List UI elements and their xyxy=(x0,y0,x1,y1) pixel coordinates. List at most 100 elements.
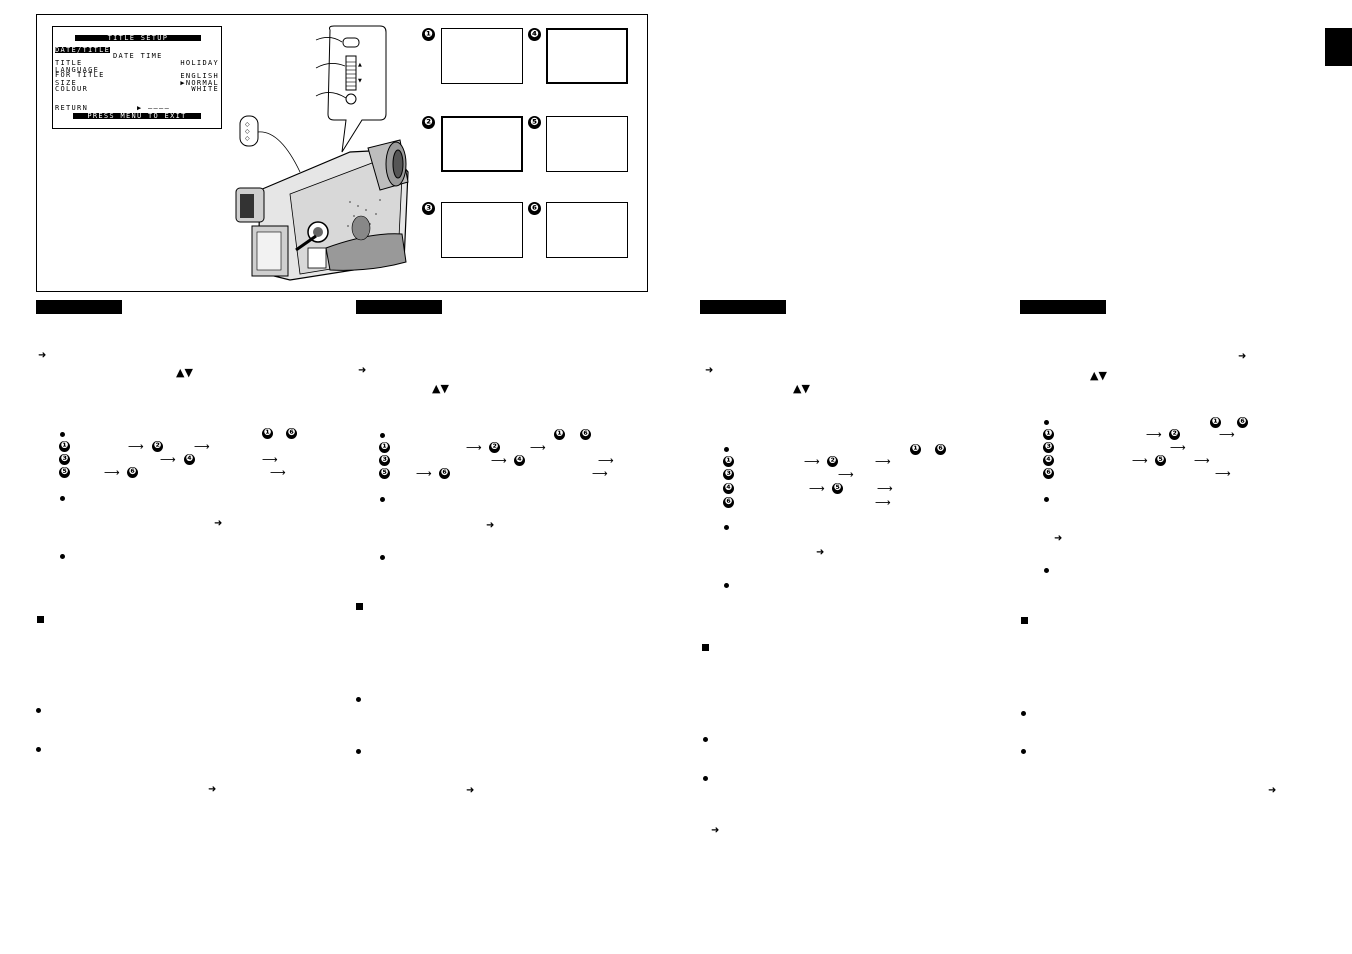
section-header-bar xyxy=(1020,300,1106,314)
range-end-number: ❻ xyxy=(1237,417,1248,428)
screen-number-5: ❺ xyxy=(528,116,541,129)
set-button-icon xyxy=(345,93,357,105)
long-arrow-icon: ⟶ xyxy=(1194,454,1210,467)
right-arrow-icon: ➜ xyxy=(1054,533,1063,544)
long-arrow-icon: ⟶ xyxy=(104,466,120,479)
order-number: ❸ xyxy=(59,454,70,465)
up-down-icon: ▲▼ xyxy=(1090,369,1107,382)
screen-number-3: ❸ xyxy=(422,202,435,215)
up-down-icon: ▲▼ xyxy=(176,366,193,379)
bullet-icon xyxy=(36,747,41,752)
svg-text:▲: ▲ xyxy=(358,62,362,68)
bullet-icon xyxy=(703,776,708,781)
illustration-frame xyxy=(36,14,648,292)
order-number: ❻ xyxy=(723,497,734,508)
bullet-icon xyxy=(60,554,65,559)
menu-row-value: ENGLISH xyxy=(180,72,219,80)
mode-selector-icon xyxy=(239,115,259,147)
order-number: ❷ xyxy=(489,442,500,453)
range-start-number: ❶ xyxy=(910,444,921,455)
range-end-number: ❻ xyxy=(580,429,591,440)
screen-number-1: ❶ xyxy=(422,28,435,41)
menu-row-label: COLOUR xyxy=(55,85,89,93)
right-arrow-icon: ➜ xyxy=(816,547,825,558)
long-arrow-icon: ⟶ xyxy=(128,440,144,453)
long-arrow-icon: ⟶ xyxy=(598,454,614,467)
menu-return-label: RETURN xyxy=(55,104,89,112)
section-header-bar xyxy=(356,300,442,314)
bullet-icon xyxy=(1021,749,1026,754)
order-number: ❹ xyxy=(723,483,734,494)
right-arrow-icon: ➜ xyxy=(208,784,217,795)
long-arrow-icon: ⟶ xyxy=(530,441,546,454)
range-start-number: ❶ xyxy=(1210,417,1221,428)
jog-dial-icon xyxy=(345,55,357,91)
screen-frame-3 xyxy=(441,202,523,258)
order-number: ❷ xyxy=(1169,429,1180,440)
long-arrow-icon: ⟶ xyxy=(491,454,507,467)
screen-frame-2 xyxy=(441,116,523,172)
right-arrow-icon: ➜ xyxy=(705,365,714,376)
order-number: ❸ xyxy=(379,455,390,466)
long-arrow-icon: ⟶ xyxy=(1146,428,1162,441)
right-arrow-icon: ➜ xyxy=(486,520,495,531)
order-number: ❺ xyxy=(379,468,390,479)
menu-row-label: TITLE xyxy=(55,59,83,67)
long-arrow-icon: ⟶ xyxy=(160,453,176,466)
order-number: ❹ xyxy=(1043,455,1054,466)
range-end-number: ❻ xyxy=(935,444,946,455)
long-arrow-icon: ⟶ xyxy=(270,466,286,479)
order-number: ❶ xyxy=(1043,429,1054,440)
screen-frame-4 xyxy=(546,28,628,84)
screen-frame-6 xyxy=(546,202,628,258)
section-header-bar xyxy=(36,300,122,314)
camcorder-illustration: ▲ ▼ ◇◇◇ xyxy=(235,25,409,281)
menu-date-time: DATE TIME xyxy=(113,52,163,60)
bullet-icon xyxy=(1044,420,1049,425)
up-down-icon: ▲▼ xyxy=(432,382,449,395)
long-arrow-icon: ⟶ xyxy=(262,453,278,466)
order-number: ❺ xyxy=(832,483,843,494)
screen-frame-5 xyxy=(546,116,628,172)
long-arrow-icon: ⟶ xyxy=(809,482,825,495)
order-number: ❸ xyxy=(723,469,734,480)
bullet-icon xyxy=(356,697,361,702)
callout-bubble xyxy=(327,25,387,153)
screen-number-2: ❷ xyxy=(422,116,435,129)
svg-text:◇: ◇ xyxy=(245,128,250,135)
long-arrow-icon: ⟶ xyxy=(875,496,891,509)
bullet-icon xyxy=(380,433,385,438)
screen-frame-1 xyxy=(441,28,523,84)
order-number: ❻ xyxy=(127,467,138,478)
order-number: ❺ xyxy=(1155,455,1166,466)
bullet-icon xyxy=(380,555,385,560)
range-start-number: ❶ xyxy=(554,429,565,440)
menu-row-value: ▶NORMAL xyxy=(180,79,219,87)
bullet-icon xyxy=(60,496,65,501)
section-square-icon xyxy=(356,603,363,610)
long-arrow-icon: ⟶ xyxy=(1170,441,1186,454)
order-number: ❶ xyxy=(723,456,734,467)
bullet-icon xyxy=(1044,497,1049,502)
order-number: ❷ xyxy=(152,441,163,452)
svg-text:▼: ▼ xyxy=(358,78,362,84)
section-header-bar xyxy=(700,300,786,314)
bullet-icon xyxy=(703,737,708,742)
right-arrow-icon: ➜ xyxy=(1268,785,1277,796)
page-edge-tab xyxy=(1325,28,1352,66)
right-arrow-icon: ➜ xyxy=(1238,351,1247,362)
section-square-icon xyxy=(702,644,709,651)
bullet-icon xyxy=(380,497,385,502)
order-number: ❺ xyxy=(59,467,70,478)
menu-date-title: DATE/TITLE xyxy=(55,46,111,54)
order-number: ❹ xyxy=(184,454,195,465)
order-number: ❻ xyxy=(439,468,450,479)
bullet-icon xyxy=(1044,568,1049,573)
long-arrow-icon: ⟶ xyxy=(1132,454,1148,467)
title-setup-menu-screen: TITLE SETUP DATE/TITLE DATE TIME TITLE H… xyxy=(52,26,222,129)
menu-row-value: HOLIDAY xyxy=(180,59,219,67)
long-arrow-icon: ⟶ xyxy=(466,441,482,454)
order-number: ❻ xyxy=(1043,468,1054,479)
screen-number-4: ❹ xyxy=(528,28,541,41)
long-arrow-icon: ⟶ xyxy=(416,467,432,480)
